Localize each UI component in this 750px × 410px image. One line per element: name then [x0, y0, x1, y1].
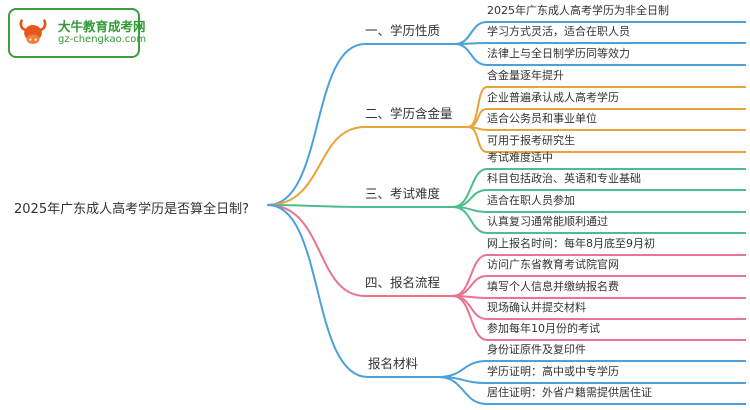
branch-leaf-connector	[452, 189, 488, 208]
root-branch-connector	[267, 43, 366, 206]
branch-node-5: 报名材料	[368, 356, 438, 378]
leaf-node: 居住证明：外省户籍需提供居住证	[487, 386, 746, 405]
leaf-node: 含金量逐年提升	[487, 69, 746, 88]
leaf-node: 企业普遍承认成人高考学历	[487, 91, 746, 110]
leaf-node: 学历证明：高中或中专学历	[487, 365, 746, 384]
branch-leaf-connector	[452, 168, 488, 208]
branch-leaf-connector	[437, 376, 488, 384]
root-branch-connector	[267, 204, 366, 297]
branch-leaf-connector	[452, 295, 488, 320]
leaf-node: 法律上与全日制学历同等效力	[487, 47, 746, 66]
branch-leaf-connector	[452, 275, 488, 297]
leaf-node: 网上报名时间：每年8月底至9月初	[487, 237, 746, 256]
leaf-node: 填写个人信息并缴纳报名费	[487, 280, 746, 299]
branch-leaf-connector	[452, 206, 488, 213]
branch-node-2: 二、学历含金量	[365, 106, 468, 128]
root-node: 2025年广东成人高考学历是否算全日制?	[14, 202, 249, 217]
branch-leaf-connector	[467, 126, 488, 153]
bull-icon	[16, 17, 50, 49]
leaf-node: 访问广东省教育考试院官网	[487, 258, 746, 277]
branch-leaf-connector	[467, 108, 488, 128]
leaf-node: 可用于报考研究生	[487, 134, 746, 153]
root-branch-connector	[267, 126, 366, 206]
branch-leaf-connector	[467, 126, 488, 131]
site-name: 大牛教育成考网	[58, 19, 146, 35]
leaf-node: 适合公务员和事业单位	[487, 112, 746, 131]
leaf-node: 参加每年10月份的考试	[487, 322, 746, 341]
branch-leaf-connector	[437, 360, 488, 378]
root-branch-connector	[267, 204, 369, 378]
branch-leaf-connector	[454, 42, 488, 45]
leaf-node: 学习方式灵活，适合在职人员	[487, 25, 746, 44]
site-url: gz-chengkao.com	[58, 34, 147, 46]
leaf-node: 2025年广东成人高考学历为非全日制	[487, 4, 746, 23]
branch-leaf-connector	[452, 295, 488, 341]
leaf-node: 身份证原件及复印件	[487, 343, 746, 362]
branch-leaf-connector	[452, 206, 488, 234]
leaf-node: 现场确认并提交材料	[487, 301, 746, 320]
leaf-node: 认真复习通常能顺利通过	[487, 215, 746, 234]
leaf-node: 考试难度适中	[487, 151, 746, 170]
branch-node-3: 三、考试难度	[365, 186, 453, 208]
branch-leaf-connector	[454, 21, 488, 45]
branch-leaf-connector	[452, 254, 488, 297]
branch-leaf-connector	[454, 43, 488, 66]
leaf-node: 适合在职人员参加	[487, 194, 746, 213]
branch-leaf-connector	[437, 376, 488, 405]
branch-leaf-connector	[452, 295, 488, 299]
branch-leaf-connector	[467, 86, 488, 128]
site-logo[interactable]: 大牛教育成考网 gz-chengkao.com	[8, 8, 146, 58]
root-branch-connector	[267, 204, 366, 208]
branch-node-1: 一、学历性质	[365, 23, 455, 45]
branch-node-4: 四、报名流程	[365, 275, 453, 297]
leaf-node: 科目包括政治、英语和专业基础	[487, 172, 746, 191]
